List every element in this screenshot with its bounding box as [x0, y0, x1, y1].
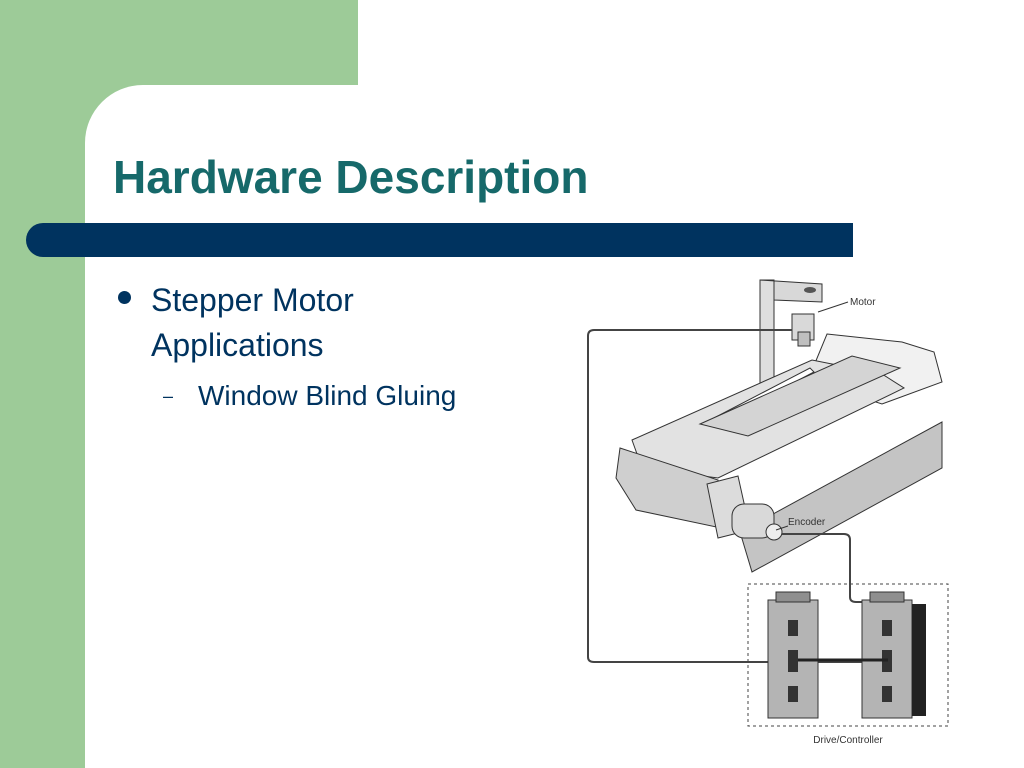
conveyor-diagram-svg: Motor Encoder: [587, 279, 949, 746]
slide-title: Hardware Description: [113, 151, 589, 203]
dash-icon: –: [163, 386, 174, 406]
frame-bolt-icon: [804, 287, 816, 293]
encoder-shaft-icon: [765, 523, 783, 541]
conveyor-end-roller: [615, 447, 741, 533]
motor-shaft: [797, 331, 811, 347]
encoder-body: [731, 503, 775, 539]
drive-controller-label: Drive/Controller: [813, 735, 883, 746]
workpiece-panel: [698, 355, 902, 437]
encoder-label: Encoder: [788, 517, 826, 528]
drive-left-connector-1: [788, 620, 798, 636]
drive-unit-left-top: [775, 591, 811, 603]
bullet-dot-icon: [118, 291, 131, 304]
sub-bullet-text: Window Blind Gluing: [198, 380, 457, 411]
motor-label-line: [817, 301, 849, 313]
motor-label: Motor: [850, 297, 876, 308]
green-left-strip: [0, 0, 85, 768]
frame-post: [759, 279, 775, 385]
title-underline-bar: [26, 223, 853, 257]
frame-arm: [759, 279, 823, 303]
encoder-cable: [782, 533, 882, 603]
drive-unit-right-top: [869, 591, 905, 603]
drive-controller-box: [747, 583, 949, 727]
stepper-motor-diagram: Motor Encoder: [582, 272, 954, 754]
drive-left-connector-2: [788, 650, 798, 672]
bullet-text: Stepper Motor Applications: [151, 282, 354, 363]
drive-right-heatsink: [912, 604, 926, 716]
motor-cable: [587, 329, 864, 663]
encoder-label-line: [775, 525, 789, 531]
drive-right-connector-3: [882, 686, 892, 702]
drive-left-connector-3: [788, 686, 798, 702]
drive-right-connector-1: [882, 620, 892, 636]
